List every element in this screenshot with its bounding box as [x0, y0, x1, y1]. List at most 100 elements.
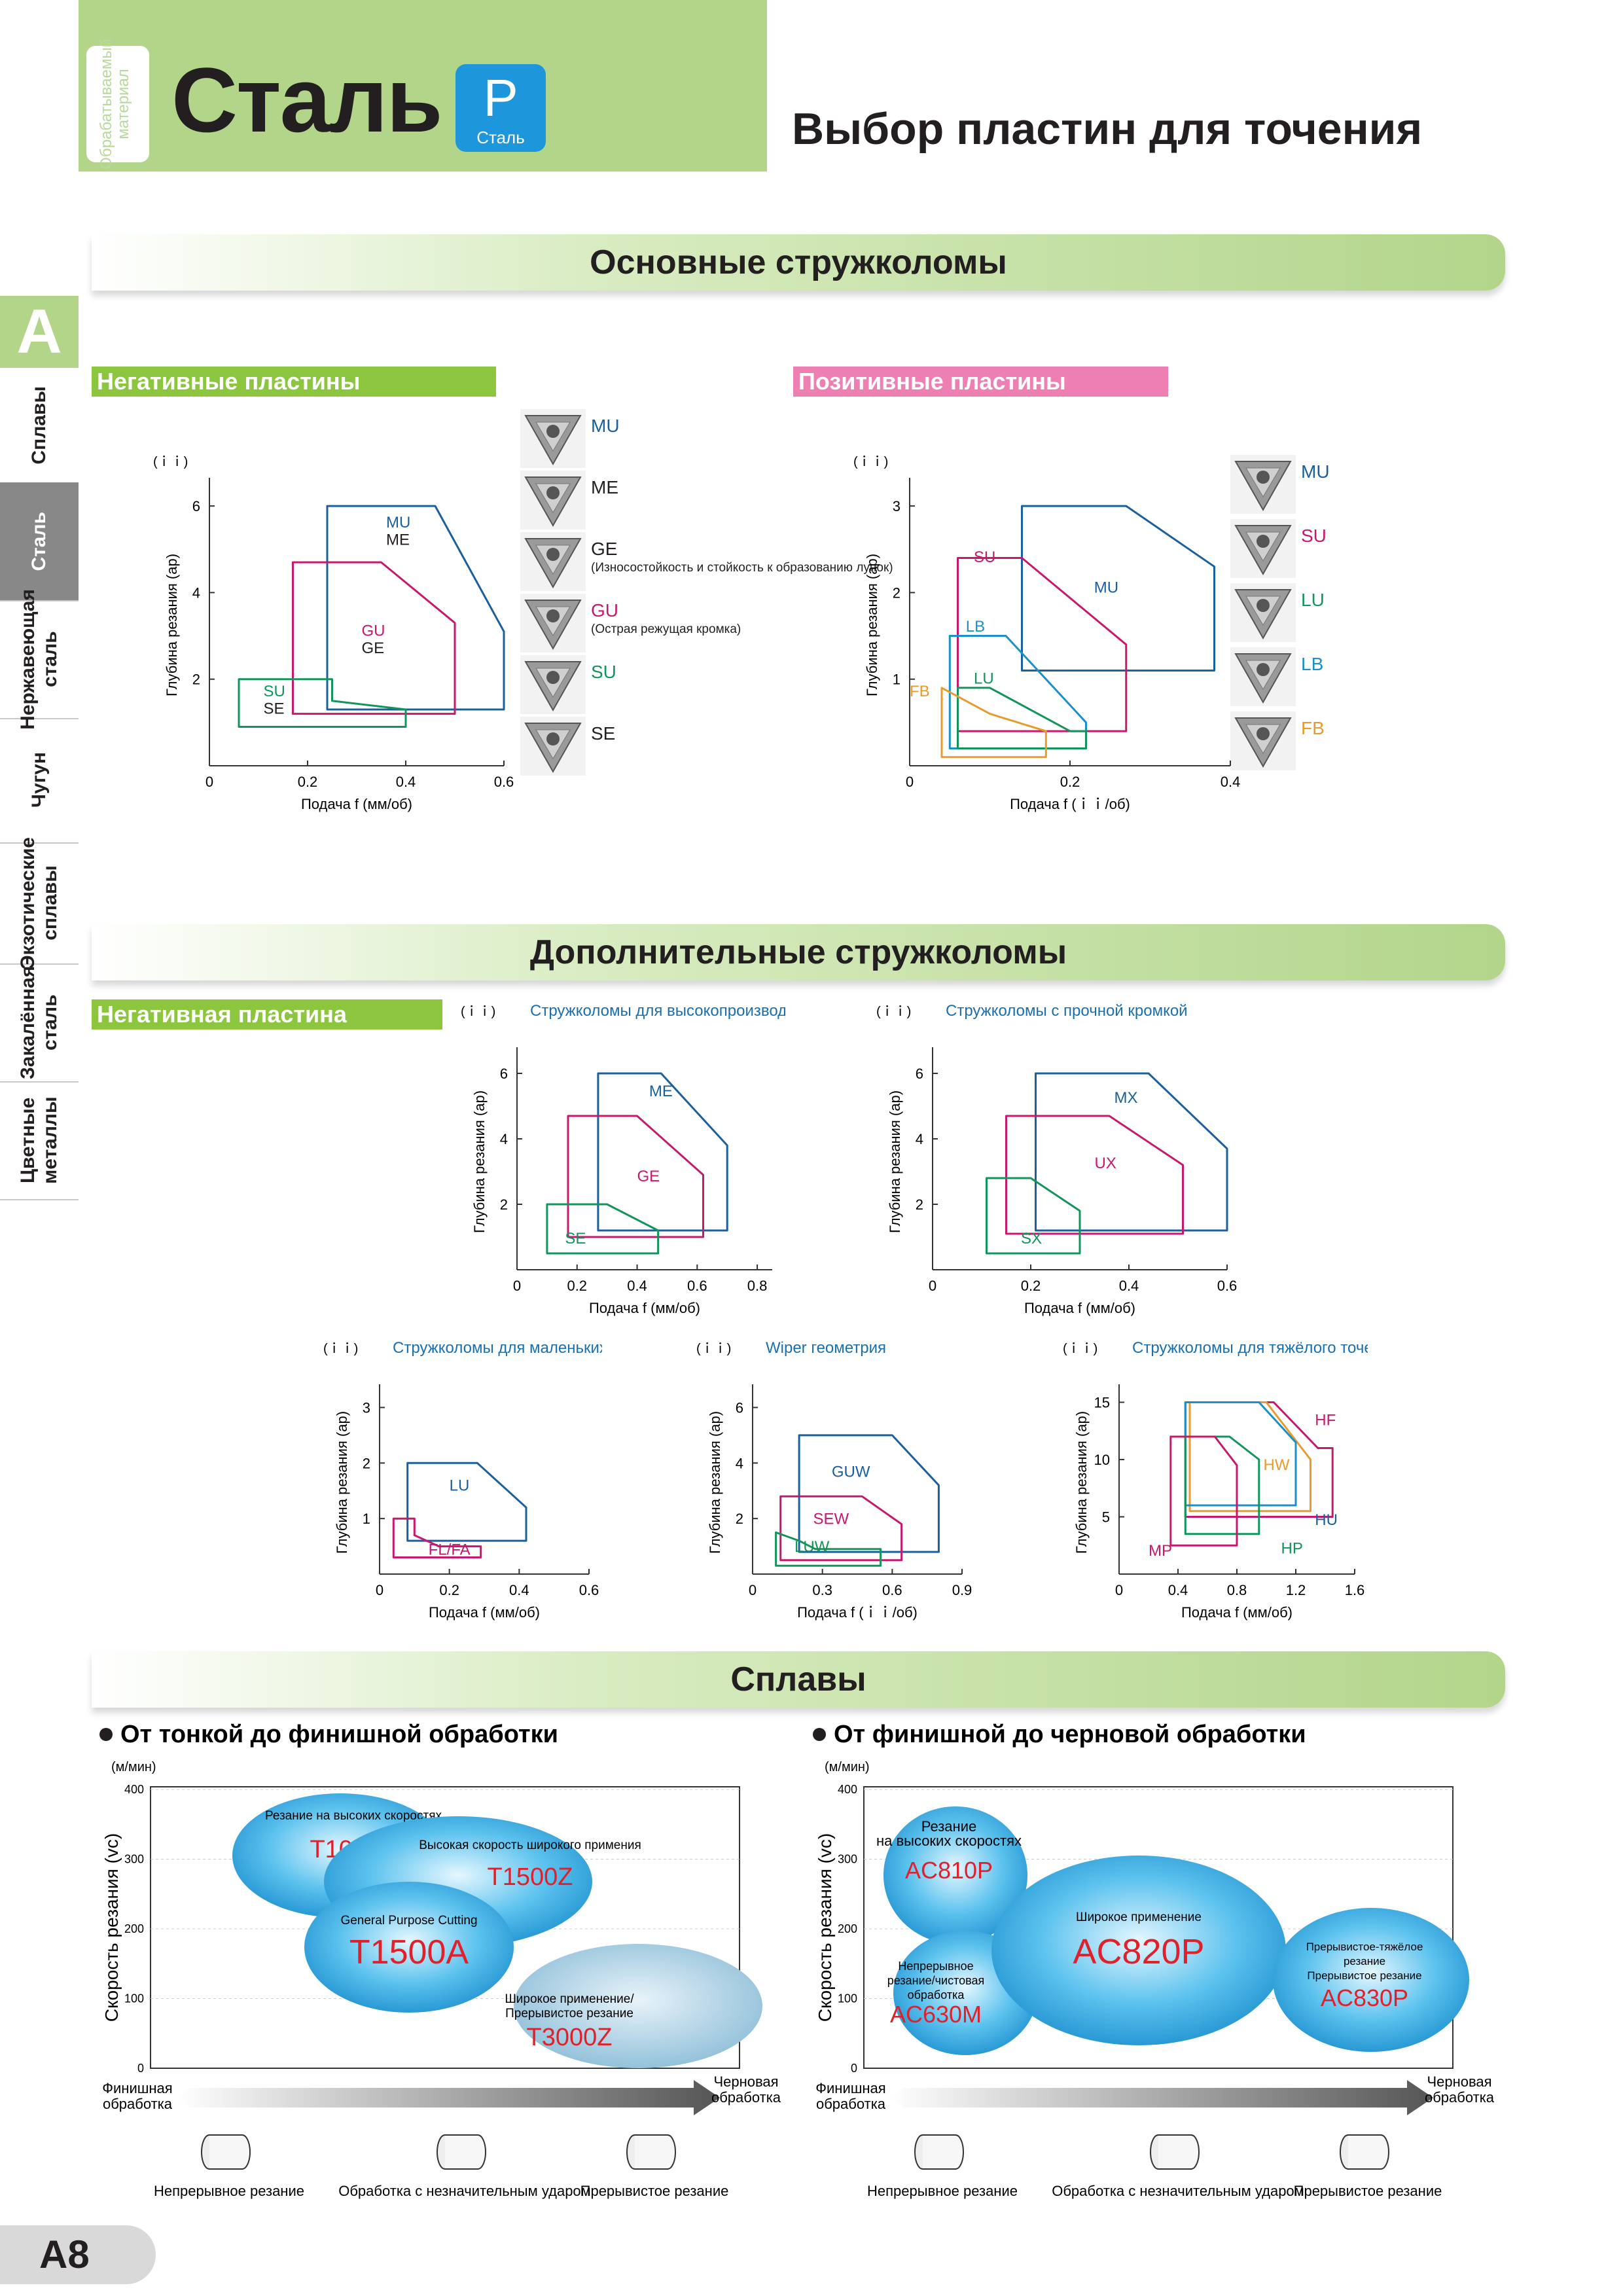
grades-ytick: 300 [124, 1853, 144, 1866]
arrow-from: обработка [816, 2096, 886, 2112]
chart-title: Wiper геометрия [766, 1339, 886, 1357]
arrow-to: Черновая [1427, 2073, 1491, 2090]
y-tick-label: 6 [916, 1066, 923, 1082]
insert-code: MU [591, 416, 620, 436]
chart-small-depth: (ｉｉ) Стружколомы для маленьких глубин рез… [323, 1339, 602, 1621]
insert-icon [1230, 455, 1296, 514]
region-hw [1188, 1401, 1311, 1513]
region-label: LUW [794, 1538, 830, 1556]
insert-icon [520, 594, 586, 653]
region-label: GE [362, 639, 385, 657]
grade-note: Прерывистое резание [505, 2007, 633, 2020]
x-tick-label: 0 [376, 1582, 383, 1598]
workpiece-icon [635, 2134, 676, 2170]
workpiece-icon [445, 2134, 486, 2170]
y-tick-label: 6 [192, 498, 200, 514]
arrow-from: Финишная [815, 2080, 885, 2096]
insert-item: GU(Острая режущая кромка) [520, 594, 913, 655]
badge-label: Сталь [476, 128, 525, 147]
y-tick-label: 10 [1094, 1452, 1110, 1468]
insert-code: LU [1301, 590, 1325, 610]
y-tick-label: 2 [363, 1455, 370, 1471]
insert-code: SE [591, 723, 616, 744]
nav-item-cast-iron[interactable]: Чугун [0, 718, 79, 844]
region-label: MX [1115, 1089, 1138, 1107]
grade-note: резание/чистовая [887, 1974, 985, 1987]
x-tick-label: 0.8 [747, 1278, 768, 1294]
grades-ylabel: Скорость резания (vc) [815, 1833, 835, 2022]
y-tick-label: 2 [736, 1511, 743, 1527]
x-tick-label: 0 [749, 1582, 757, 1598]
bullet [99, 1728, 113, 1741]
workpiece-icon [1158, 2134, 1200, 2170]
region-ge [567, 1115, 704, 1238]
workpiece-icon [209, 2134, 251, 2170]
y-tick-label: 4 [500, 1131, 508, 1147]
nav-item-hardened[interactable]: Закалённая сталь [0, 963, 79, 1083]
grade-note: Широкое применение [1076, 1910, 1202, 1924]
grade-name: T1500Z [488, 1863, 573, 1891]
grades-ylabel: Скорость резания (vc) [101, 1833, 122, 2022]
region-mx [1035, 1072, 1228, 1232]
y-tick-label: 4 [736, 1455, 743, 1471]
x-tick-label: 0.4 [627, 1278, 647, 1294]
region-label: ME [386, 531, 410, 549]
x-tick-label: 0 [906, 774, 914, 790]
nav-item-nonferrous[interactable]: Цветные металлы [0, 1081, 79, 1200]
x-tick-label: 0.6 [494, 774, 514, 790]
region-label: GUW [832, 1463, 870, 1481]
grades-ytick: 400 [838, 1783, 857, 1796]
region-label: SU [974, 548, 995, 566]
insert-icon [520, 532, 586, 591]
region-label: MP [1149, 1542, 1172, 1560]
nav-item-stainless[interactable]: Нержавеющая сталь [0, 589, 79, 729]
insert-item: FB [1230, 711, 1623, 776]
x-tick-label: 0.4 [1119, 1278, 1139, 1294]
x-tick-label: 0.9 [952, 1582, 972, 1598]
grade-note: Резание на высоких скоростях [265, 1809, 442, 1823]
insert-item: ME [520, 471, 913, 532]
grades-ytick: 300 [838, 1853, 857, 1866]
region-se [546, 1203, 660, 1255]
grade-region [304, 1882, 514, 2013]
chart-title: Стружколомы для высокопроизводительной о… [530, 1002, 785, 1020]
region-label: SU [264, 683, 285, 700]
section-grades: Сплавы [92, 1651, 1505, 1708]
insert-icon [1230, 711, 1296, 770]
grade-region [991, 1856, 1286, 2045]
workpiece-icon [923, 2134, 964, 2170]
insert-item: SU [1230, 519, 1623, 583]
insert-icon [1230, 583, 1296, 642]
region-label: LB [966, 618, 985, 636]
grades-unit: (м/мин) [825, 1760, 870, 1774]
chart-title: Стружколомы для маленьких глубин резания [393, 1339, 602, 1357]
grade-note: Резание [921, 1818, 976, 1835]
x-tick-label: 0.6 [882, 1582, 902, 1598]
grades-unit: (м/мин) [111, 1760, 156, 1774]
grade-note: Широкое применение/ [505, 1992, 634, 2006]
arrow-from: обработка [103, 2096, 173, 2112]
region-hu [1184, 1401, 1297, 1507]
grade-note: на высоких скоростях [876, 1833, 1022, 1849]
region-hp [1184, 1435, 1260, 1535]
x-tick-label: 0 [205, 774, 213, 790]
nav-item-steel[interactable]: Сталь [0, 482, 79, 601]
region-label: SE [565, 1230, 586, 1247]
x-tick-label: 0.2 [567, 1278, 587, 1294]
region-luw [775, 1531, 882, 1567]
chart-high-efficiency: (ｉｉ)Стружколомы для высокопроизводительн… [461, 1002, 785, 1316]
grade-note: резание [1344, 1955, 1385, 1967]
region-su [957, 557, 1128, 732]
chart-unit: (ｉｉ) [323, 1342, 358, 1356]
y-tick-label: 1 [363, 1511, 370, 1527]
x-tick-label: 0 [929, 1278, 936, 1294]
region-lu [957, 687, 1087, 749]
nav-item-exotic[interactable]: Экзотические сплавы [0, 837, 79, 969]
y-axis-label: Глубина резания (ap) [164, 554, 180, 696]
arrow-from: Финишная [102, 2080, 172, 2096]
cut-type-label: Обработка с незначительным ударом [1052, 2183, 1304, 2199]
region-label: GU [362, 622, 385, 640]
nav-item-alloys[interactable]: Сплавы [0, 368, 79, 484]
region-mp [1169, 1435, 1238, 1547]
